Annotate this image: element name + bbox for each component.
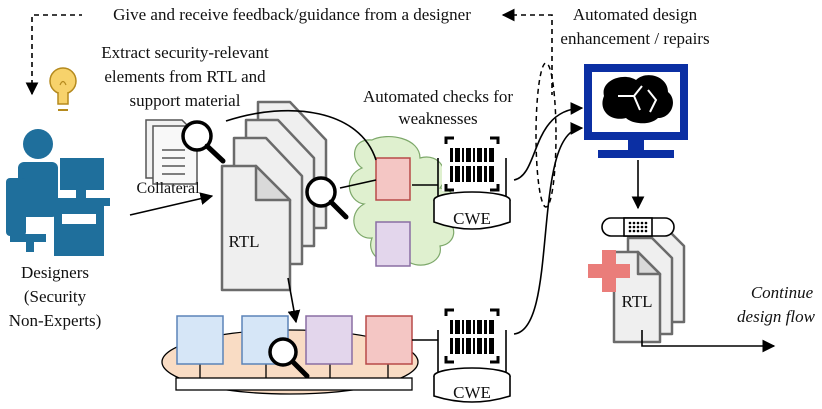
rtl-main-label: RTL xyxy=(228,232,259,251)
bandage-icon xyxy=(601,217,675,237)
barcode-icon xyxy=(444,308,500,364)
cwe-top-label: CWE xyxy=(453,209,491,228)
continue-label-line2: design flow xyxy=(737,307,816,326)
checks-label-line2: weaknesses xyxy=(398,109,477,128)
enhancement-label-line1: Automated design xyxy=(573,5,698,24)
enhancement-label-line2: enhancement / repairs xyxy=(560,29,709,48)
magnifier-icon xyxy=(305,176,349,220)
designer-icon xyxy=(6,129,110,256)
cwe-checker-top xyxy=(433,135,511,230)
feedback-loop: Give and receive feedback/guidance from … xyxy=(25,5,553,96)
extract-label-line2: elements from RTL and xyxy=(104,67,266,86)
dashed-selection-ellipse xyxy=(535,62,557,208)
repaired-rtl-stack xyxy=(612,224,686,344)
cwe-bottom-label: CWE xyxy=(453,383,491,402)
purple-block xyxy=(305,315,353,365)
magnifier-icon xyxy=(181,120,226,164)
checks-label-line1: Automated checks for xyxy=(363,87,513,106)
continue-label-line1: Continue xyxy=(751,283,814,302)
magnifier-icon xyxy=(268,337,310,379)
blue-block xyxy=(176,315,224,365)
rtl-repaired-label: RTL xyxy=(621,292,652,311)
collateral-label: Collateral xyxy=(136,180,200,197)
designers-label-line1: Designers xyxy=(21,263,89,282)
designers-label-line2: (Security xyxy=(24,287,87,306)
plus-cross-icon xyxy=(588,250,630,292)
cwe-checker-bottom xyxy=(433,308,511,403)
designers-label-line3: Non-Experts) xyxy=(9,311,102,330)
purple-block xyxy=(375,221,411,267)
red-block xyxy=(375,157,411,201)
brain-monitor-icon xyxy=(584,64,688,158)
feedback-label: Give and receive feedback/guidance from … xyxy=(113,5,471,24)
red-block xyxy=(365,315,413,365)
extract-label-line1: Extract security-relevant xyxy=(101,43,269,62)
lightbulb-icon xyxy=(49,67,77,111)
analysis-cloud xyxy=(348,136,456,267)
barcode-icon xyxy=(444,136,500,192)
extract-label-line3: support material xyxy=(130,91,241,110)
